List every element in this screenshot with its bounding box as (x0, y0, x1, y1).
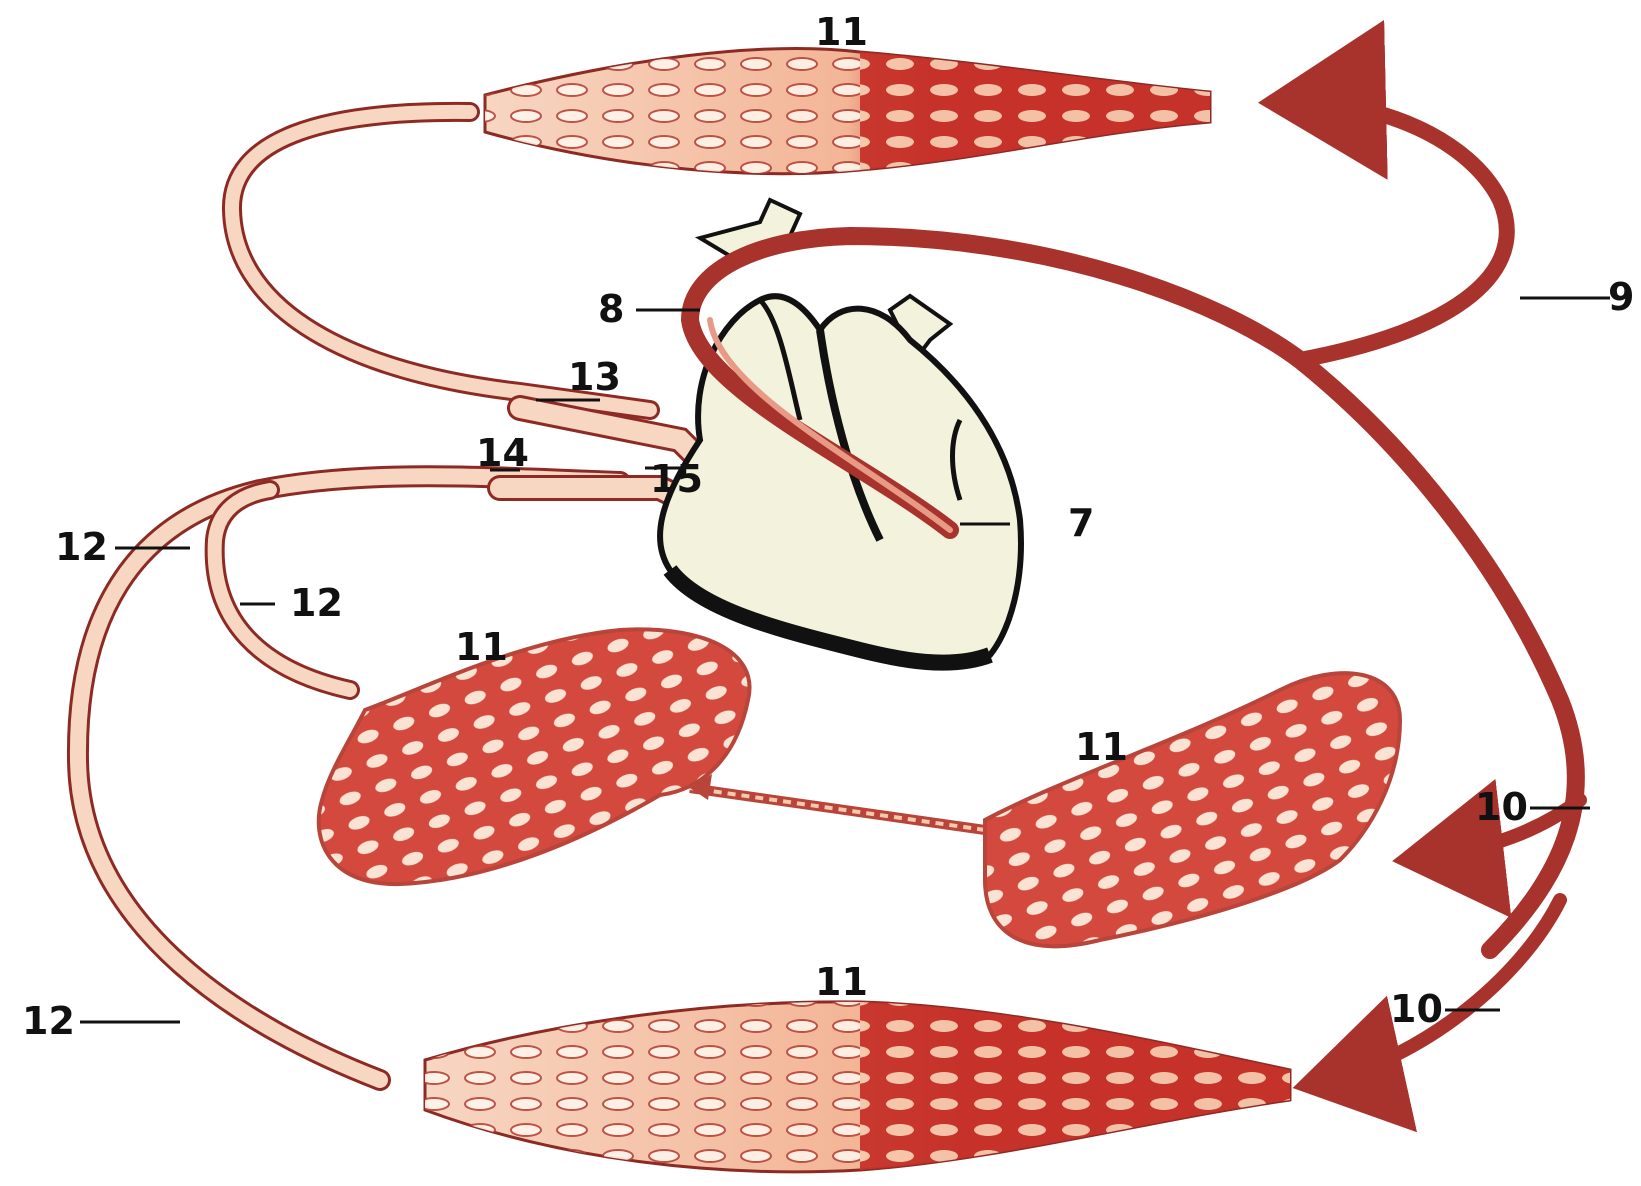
artery-upper-9 (1290, 102, 1507, 360)
label-9: 9 (1608, 275, 1634, 319)
label-11-right: 11 (1075, 725, 1128, 769)
label-12-lower: 12 (22, 999, 75, 1043)
label-8: 8 (598, 287, 624, 331)
label-10-lower: 10 (1390, 987, 1443, 1031)
label-14: 14 (476, 431, 529, 475)
label-11-bottom: 11 (815, 960, 868, 1004)
capillary-bed-top (485, 49, 1210, 174)
organ-right-11 (985, 673, 1400, 946)
portal-vessel (690, 774, 985, 830)
label-11-top: 11 (815, 10, 868, 54)
label-12-upper: 12 (55, 525, 108, 569)
organ-left-11 (319, 629, 750, 884)
label-15: 15 (650, 457, 703, 501)
label-11-left: 11 (455, 625, 508, 669)
label-7: 7 (1068, 501, 1094, 545)
label-10-upper: 10 (1475, 785, 1528, 829)
label-12-inner: 12 (290, 581, 343, 625)
capillary-bed-bottom (425, 1002, 1290, 1172)
label-13: 13 (568, 355, 621, 399)
